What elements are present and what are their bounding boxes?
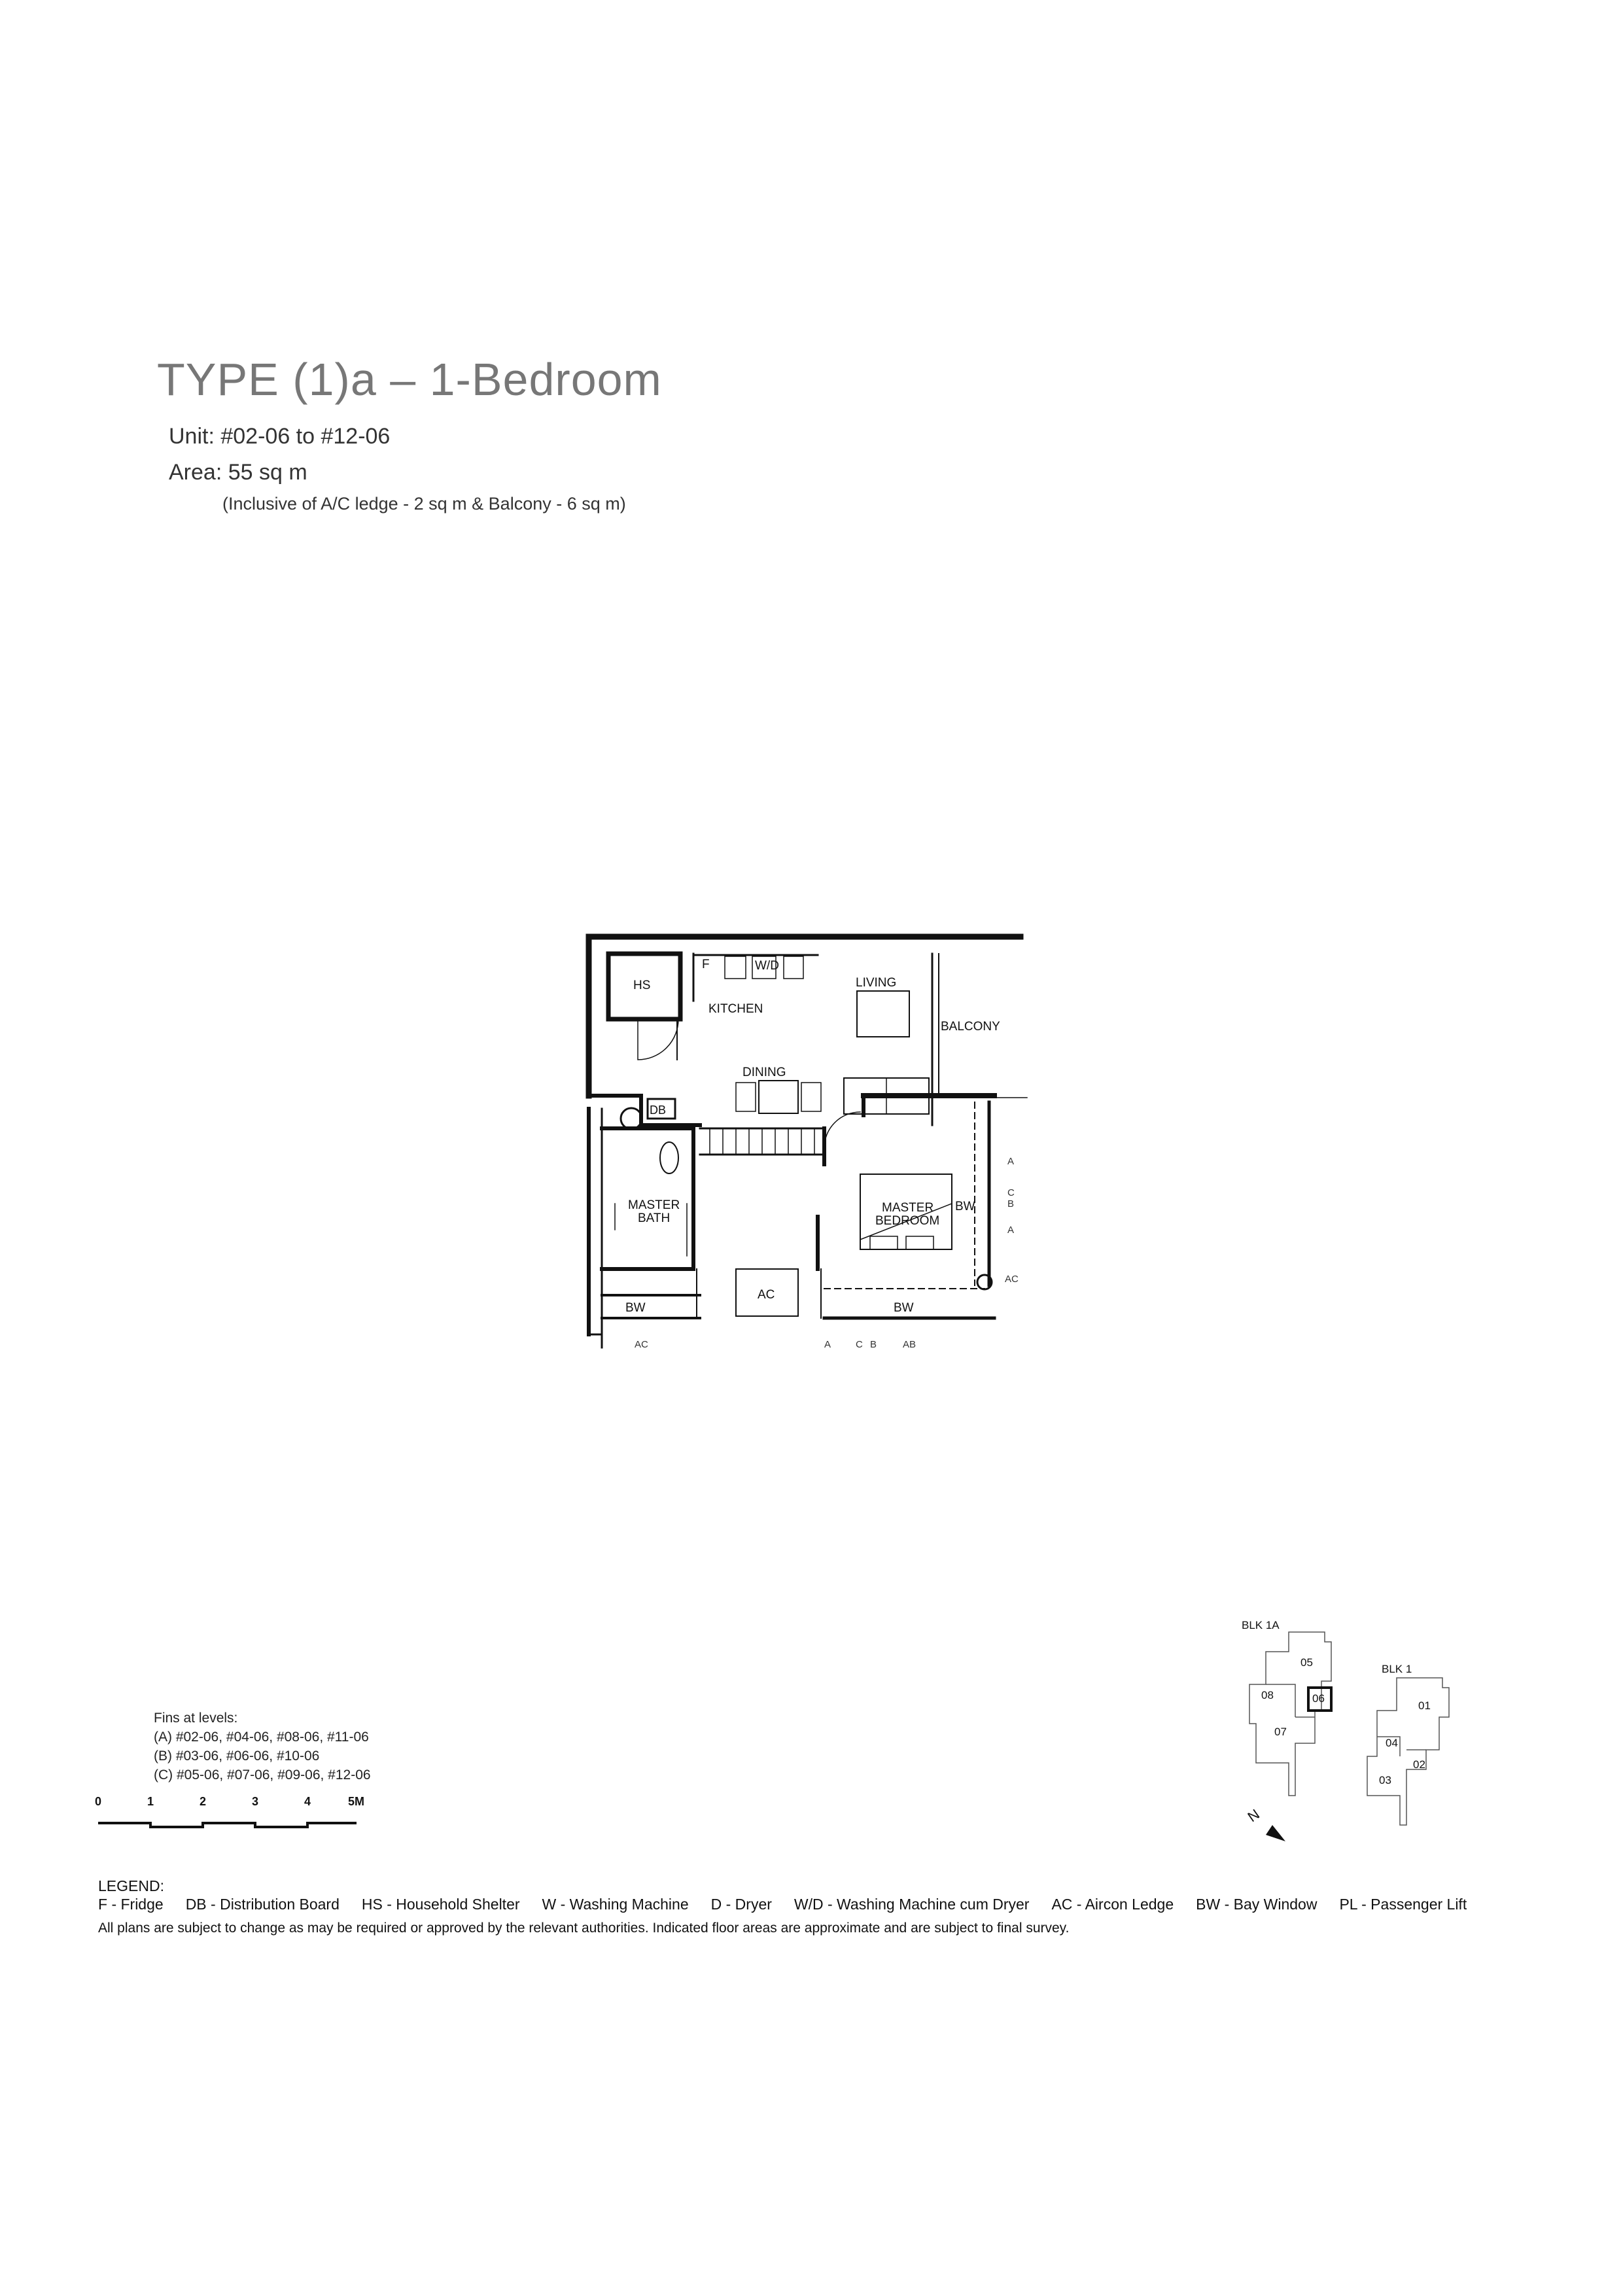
scale-tick-1: 1 — [147, 1795, 154, 1808]
fin-label-bottom-c: C — [856, 1339, 863, 1350]
room-label-db: DB — [650, 1104, 666, 1117]
north-label: N — [1245, 1806, 1263, 1826]
fins-line-c: (C) #05-06, #07-06, #09-06, #12-06 — [154, 1767, 371, 1783]
legend-item-d: D - Dryer — [710, 1896, 772, 1913]
room-label-bw-right: BW — [955, 1200, 975, 1213]
floor-plan: HS F W/D KITCHEN LIVING BALCONY DINING D… — [585, 933, 1028, 1350]
fin-label-bottom-b: B — [870, 1339, 877, 1350]
legend-item-pl: PL - Passenger Lift — [1339, 1896, 1467, 1913]
keyplan-blk1a: BLK 1A — [1242, 1619, 1280, 1631]
north-arrow-icon: N — [1245, 1806, 1285, 1841]
keyplan-blk1: BLK 1 — [1382, 1663, 1412, 1675]
fins-title: Fins at levels: — [154, 1711, 238, 1726]
fins-line-b: (B) #03-06, #06-06, #10-06 — [154, 1748, 320, 1764]
fin-label-right-a1: A — [1007, 1156, 1014, 1167]
scale-tick-4: 4 — [304, 1795, 311, 1808]
legend-row: F - Fridge DB - Distribution Board HS - … — [98, 1896, 1467, 1913]
room-label-bw-bath: BW — [625, 1301, 646, 1315]
fin-label-right-ac: AC — [1005, 1274, 1019, 1285]
scale-tick-0: 0 — [95, 1795, 101, 1808]
fin-label-right-a2: A — [1007, 1225, 1014, 1236]
room-label-master-bedroom-1: MASTER — [882, 1201, 934, 1215]
keyplan-unit-04: 04 — [1386, 1737, 1398, 1749]
keyplan-unit-03: 03 — [1379, 1774, 1391, 1786]
room-label-balcony: BALCONY — [941, 1020, 1000, 1034]
legend-title: LEGEND: — [98, 1877, 164, 1894]
area-note: (Inclusive of A/C ledge - 2 sq m & Balco… — [222, 494, 626, 513]
room-label-master-bath-2: BATH — [638, 1211, 670, 1225]
legend-item-w: W - Washing Machine — [542, 1896, 689, 1913]
fin-label-right-b: B — [1007, 1198, 1014, 1209]
legend-item-fridge: F - Fridge — [98, 1896, 164, 1913]
key-plan: BLK 1A BLK 1 05 08 06 07 01 04 02 03 N — [1242, 1619, 1450, 1841]
room-label-master-bedroom-2: BEDROOM — [875, 1214, 939, 1228]
keyplan-unit-05: 05 — [1300, 1656, 1313, 1669]
scale-tick-3: 3 — [252, 1795, 258, 1808]
legend-item-hs: HS - Household Shelter — [361, 1896, 520, 1913]
fin-label-bottom-a: A — [824, 1339, 831, 1350]
keyplan-unit-07: 07 — [1274, 1726, 1287, 1738]
legend-item-db: DB - Distribution Board — [185, 1896, 340, 1913]
keyplan-unit-02: 02 — [1413, 1758, 1425, 1771]
fin-label-bottom-ab: AB — [903, 1339, 916, 1350]
unit-area: Area: 55 sq m — [169, 460, 307, 485]
room-label-dining: DINING — [742, 1066, 786, 1079]
scale-tick-2: 2 — [200, 1795, 206, 1808]
fin-label-right-c: C — [1007, 1187, 1015, 1198]
fins-line-a: (A) #02-06, #04-06, #08-06, #11-06 — [154, 1730, 369, 1745]
room-label-bw-bottom: BW — [894, 1301, 914, 1315]
keyplan-unit-08: 08 — [1261, 1689, 1274, 1701]
room-label-master-bath-1: MASTER — [628, 1198, 680, 1212]
room-label-fridge: F — [702, 958, 710, 971]
keyplan-unit-01: 01 — [1418, 1699, 1431, 1712]
legend-item-bw: BW - Bay Window — [1196, 1896, 1318, 1913]
legend-item-ac: AC - Aircon Ledge — [1051, 1896, 1174, 1913]
room-label-wd: W/D — [755, 959, 779, 973]
fin-label-bottom-ac: AC — [635, 1339, 648, 1350]
unit-range: Unit: #02-06 to #12-06 — [169, 424, 391, 449]
disclaimer: All plans are subject to change as may b… — [98, 1921, 1070, 1936]
room-label-hs: HS — [633, 979, 650, 992]
fins-note: Fins at levels: (A) #02-06, #04-06, #08-… — [154, 1709, 371, 1784]
scale-bar: 0 1 2 3 4 5M — [95, 1795, 364, 1828]
keyplan-unit-06: 06 — [1312, 1692, 1325, 1705]
legend-item-wd: W/D - Washing Machine cum Dryer — [794, 1896, 1030, 1913]
room-label-ac-ledge: AC — [758, 1288, 775, 1302]
page-title: TYPE (1)a – 1-Bedroom — [157, 354, 662, 405]
room-label-kitchen: KITCHEN — [708, 1002, 763, 1016]
scale-tick-5m: 5M — [348, 1795, 364, 1808]
room-label-living: LIVING — [856, 976, 896, 990]
